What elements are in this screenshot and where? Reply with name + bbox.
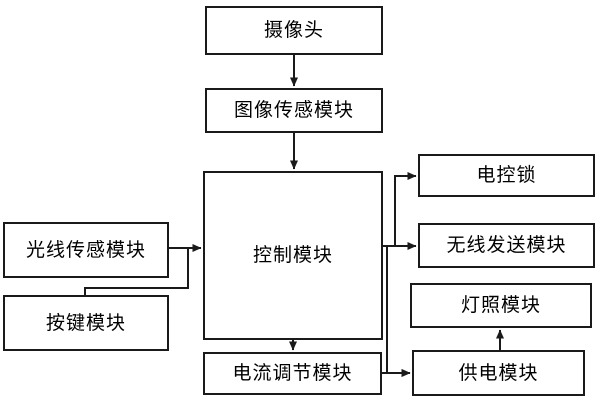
node-camera-label: 摄像头: [263, 19, 324, 41]
node-control[interactable]: 控制模块: [203, 171, 383, 340]
node-power-supply[interactable]: 供电模块: [412, 350, 585, 396]
node-electronic-lock[interactable]: 电控锁: [418, 154, 595, 197]
node-light-sensor-label: 光线传感模块: [25, 238, 146, 261]
node-wireless-transmit[interactable]: 无线发送模块: [418, 223, 595, 268]
node-camera[interactable]: 摄像头: [205, 6, 383, 55]
node-current-adjust[interactable]: 电流调节模块: [203, 352, 382, 395]
node-light-sensor[interactable]: 光线传感模块: [3, 222, 169, 278]
node-key-module[interactable]: 按键模块: [3, 295, 169, 351]
node-power-supply-label: 供电模块: [458, 361, 539, 384]
node-lighting-module-label: 灯照模块: [460, 294, 541, 316]
edge-control-to-power-supply: [386, 246, 411, 377]
node-image-sensor-label: 图像传感模块: [233, 99, 354, 121]
node-current-adjust-label: 电流调节模块: [232, 362, 353, 384]
node-wireless-transmit-label: 无线发送模块: [446, 234, 567, 256]
node-key-module-label: 按键模块: [45, 311, 126, 334]
node-control-label: 控制模块: [252, 244, 333, 266]
edge-control-to-e-lock: [383, 172, 417, 247]
node-electronic-lock-label: 电控锁: [476, 164, 537, 186]
node-image-sensor[interactable]: 图像传感模块: [205, 88, 383, 133]
node-lighting-module[interactable]: 灯照模块: [410, 283, 592, 328]
